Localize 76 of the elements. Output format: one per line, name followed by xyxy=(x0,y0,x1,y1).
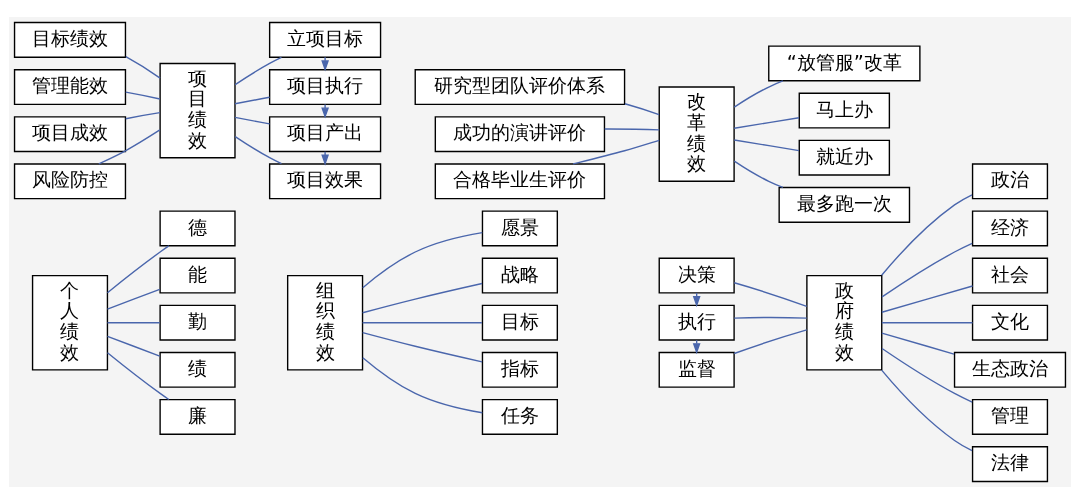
node-box: 组织绩效 xyxy=(286,274,364,371)
connector xyxy=(624,103,660,116)
connector xyxy=(881,347,973,403)
node-box: 监督 xyxy=(658,351,735,388)
node-box: 任务 xyxy=(481,398,559,435)
node-box: 政府绩效 xyxy=(806,274,883,371)
node-box: 管理能效 xyxy=(13,69,127,106)
node-box: 管理 xyxy=(971,398,1049,435)
connector xyxy=(881,242,973,298)
arrow xyxy=(321,56,329,72)
connector xyxy=(733,80,784,108)
connector xyxy=(881,332,955,355)
connector xyxy=(881,322,974,324)
connector xyxy=(234,56,283,86)
node-box: 立项目标 xyxy=(268,21,382,58)
connector xyxy=(733,139,800,152)
connector xyxy=(733,316,808,319)
connector xyxy=(733,117,800,129)
node-box: 项目成效 xyxy=(13,116,127,153)
node-box: 目标 xyxy=(481,304,559,341)
node-box: 个人绩效 xyxy=(31,274,109,371)
node-box: 政治 xyxy=(971,163,1049,200)
connector xyxy=(733,329,808,355)
connector xyxy=(362,282,483,314)
connector xyxy=(125,91,161,100)
node-box: 德 xyxy=(159,210,236,247)
node-box: 执行 xyxy=(658,304,735,341)
node-box: 马上办 xyxy=(798,92,891,129)
connector xyxy=(880,369,973,452)
node-box: 勤 xyxy=(159,304,236,341)
node-box: 就近办 xyxy=(798,139,891,176)
node-box: 能 xyxy=(159,257,236,294)
connector xyxy=(362,331,483,363)
connector xyxy=(106,322,161,324)
connector xyxy=(234,116,271,125)
connector xyxy=(362,357,483,414)
connector xyxy=(98,129,161,165)
connector xyxy=(106,245,170,294)
node-box: 成功的演讲评价 xyxy=(434,116,606,153)
node-box: “放管服”改革 xyxy=(768,45,921,82)
connector xyxy=(733,160,784,189)
connector xyxy=(362,231,483,289)
node-box: 廉 xyxy=(159,398,236,435)
connector xyxy=(604,128,660,131)
node-box: 文化 xyxy=(971,304,1049,341)
node-box: 最多跑一次 xyxy=(778,186,911,223)
node-box: 法律 xyxy=(971,446,1049,483)
node-box: 项目产出 xyxy=(268,116,382,153)
connector xyxy=(106,352,170,401)
node-box: 经济 xyxy=(971,210,1049,247)
connector xyxy=(106,288,161,310)
node-box: 合格毕业生评价 xyxy=(434,163,606,200)
node-box: 指标 xyxy=(481,351,559,388)
connector xyxy=(234,135,283,165)
node-box: 目标绩效 xyxy=(13,21,127,58)
connector xyxy=(880,194,973,276)
node-box: 战略 xyxy=(481,257,559,294)
connector xyxy=(125,111,161,120)
node-box: 研究型团队评价体系 xyxy=(414,69,626,106)
connector xyxy=(733,282,808,308)
node-box: 社会 xyxy=(971,257,1049,294)
node-box: 愿景 xyxy=(481,210,559,247)
connector xyxy=(125,56,161,79)
connector xyxy=(106,335,161,357)
node-box: 风险防控 xyxy=(13,163,127,200)
node-box: 改革绩效 xyxy=(658,86,735,182)
arrow xyxy=(321,150,329,166)
node-box: 项目效果 xyxy=(268,163,382,200)
node-box: 项目执行 xyxy=(268,69,382,106)
node-box: 决策 xyxy=(658,257,735,294)
node-box: 绩 xyxy=(159,351,236,388)
connector xyxy=(881,285,974,313)
connector xyxy=(234,96,271,105)
node-box: 生态政治 xyxy=(953,351,1067,388)
connector xyxy=(361,322,483,324)
node-box: 项目绩效 xyxy=(159,62,236,159)
